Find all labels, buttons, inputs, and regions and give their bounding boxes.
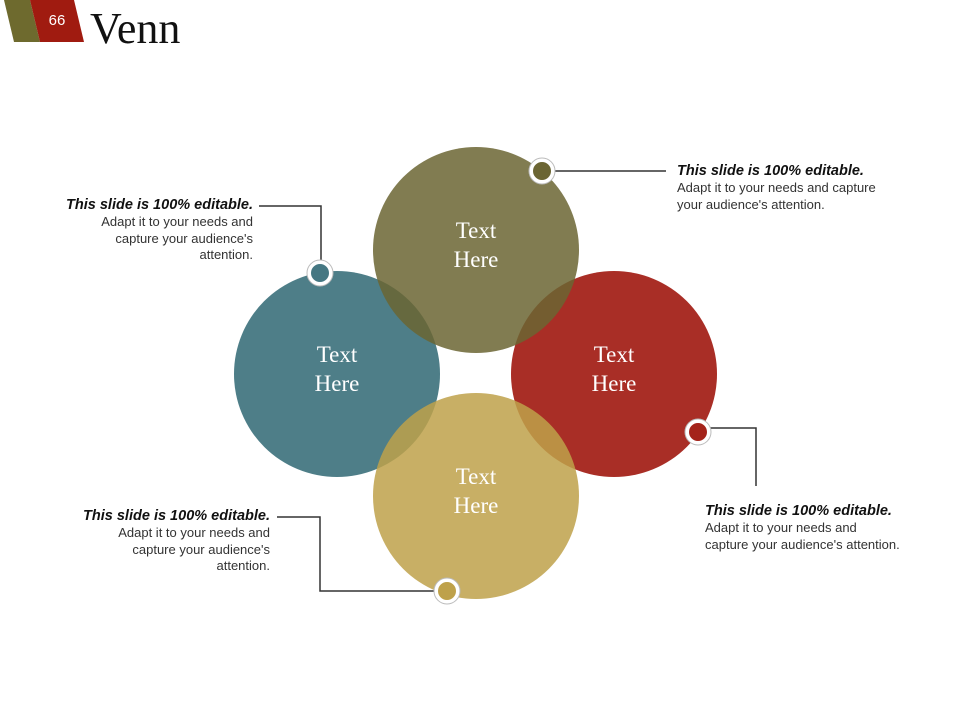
callout-top-left-body-line3: attention. xyxy=(199,247,254,262)
callout-bottom-left: This slide is 100% editable. Adapt it to… xyxy=(37,507,270,575)
venn-circle-red xyxy=(511,271,717,477)
header-decoration xyxy=(4,0,84,42)
marker-dot-gold-ring xyxy=(433,577,461,605)
circle-label-left-line1: Text xyxy=(316,342,358,367)
connector-top-left xyxy=(259,205,322,262)
callout-top-left-body-line1: Adapt it to your needs and xyxy=(101,214,253,229)
circle-label-right: Text Here xyxy=(539,340,689,398)
callout-top-left-heading: This slide is 100% editable. xyxy=(66,197,253,213)
marker-dot-teal-ring xyxy=(306,259,334,287)
callout-top-right-body-line2: your audience's attention. xyxy=(677,196,825,212)
circle-label-bottom: Text Here xyxy=(401,462,551,520)
venn-circle-teal xyxy=(234,271,440,477)
header-red-tab xyxy=(30,0,84,42)
venn-circle-olive xyxy=(373,147,579,353)
marker-dot-gold xyxy=(434,578,460,604)
callout-bottom-right-body-line1: Adapt it to your needs and xyxy=(705,520,857,535)
callout-top-left: This slide is 100% editable. Adapt it to… xyxy=(20,196,253,264)
circle-label-bottom-line1: Text xyxy=(455,464,497,489)
circle-label-left: Text Here xyxy=(262,340,412,398)
connector-bottom-right xyxy=(708,427,757,486)
circle-label-left-line2: Here xyxy=(314,371,360,396)
circle-label-right-line2: Here xyxy=(591,371,637,396)
callout-bottom-right-body-line2: capture your audience's attention. xyxy=(705,536,900,552)
callout-bottom-left-body-line3: attention. xyxy=(216,558,271,573)
circle-label-bottom-line2: Here xyxy=(453,493,499,518)
header-olive-stripe xyxy=(4,0,40,42)
marker-dot-olive xyxy=(529,158,555,184)
circle-label-top-line1: Text xyxy=(455,218,497,243)
circle-label-right-line1: Text xyxy=(593,342,635,367)
callout-bottom-left-body-line2: capture your audience's xyxy=(132,541,270,557)
circle-label-top-line2: Here xyxy=(453,247,499,272)
callout-bottom-right: This slide is 100% editable. Adapt it to… xyxy=(705,502,900,553)
callout-bottom-left-heading: This slide is 100% editable. xyxy=(83,508,270,524)
marker-dot-red xyxy=(685,419,711,445)
slide-number: 66 xyxy=(48,12,66,29)
callout-top-right: This slide is 100% editable. Adapt it to… xyxy=(677,162,876,213)
callout-top-right-heading: This slide is 100% editable. xyxy=(677,163,864,179)
slide-title: Venn xyxy=(90,4,181,53)
connector-bottom-left xyxy=(277,516,435,592)
callout-bottom-right-heading: This slide is 100% editable. xyxy=(705,503,892,519)
marker-dot-teal xyxy=(307,260,333,286)
marker-dot-red-ring xyxy=(684,418,712,446)
callout-top-right-body-line1: Adapt it to your needs and capture xyxy=(677,180,876,195)
callout-top-left-body-line2: capture your audience's xyxy=(115,230,253,246)
callout-bottom-left-body-line1: Adapt it to your needs and xyxy=(118,525,270,540)
circle-label-top: Text Here xyxy=(401,216,551,274)
marker-dot-olive-ring xyxy=(528,157,556,185)
venn-circle-gold xyxy=(373,393,579,599)
